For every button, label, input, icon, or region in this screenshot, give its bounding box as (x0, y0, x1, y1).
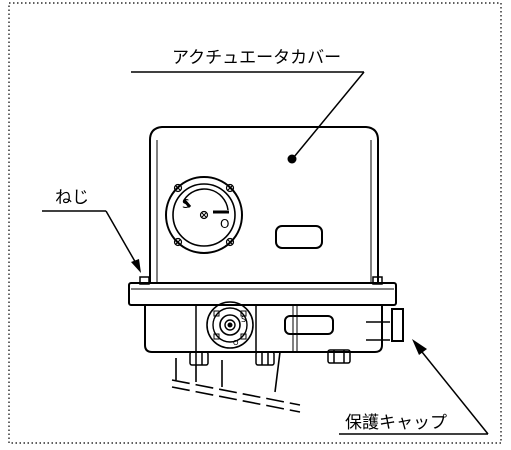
label-actuator-cover: アクチュエータカバー (172, 48, 341, 68)
arrowhead-screw (131, 259, 141, 273)
protective-cap-part (391, 308, 404, 342)
arrow-protective-cap (417, 346, 489, 435)
arrowhead-protective-cap (412, 339, 427, 355)
arrow-actuator-cover (293, 71, 365, 158)
cover-nameplate (275, 225, 323, 249)
bottom-fasteners (189, 349, 351, 366)
arrow-screw (105, 210, 138, 266)
gauge-mark-o: O (220, 217, 229, 231)
label-screw: ねじ (55, 188, 89, 208)
dotted-frame (8, 2, 502, 444)
indicator-mark-s: S (241, 315, 246, 324)
actuator-cover (149, 126, 379, 283)
body-nameplate (284, 315, 334, 335)
gauge-mark-s: S (182, 197, 190, 211)
flange-band (128, 276, 397, 306)
label-protective-cap: 保護キャップ (345, 413, 447, 433)
indicator-mark-o: O (233, 339, 239, 347)
pressure-gauge (165, 176, 243, 254)
lower-body (144, 305, 390, 353)
mounting-breakline (171, 351, 301, 413)
position-indicator (206, 301, 254, 349)
